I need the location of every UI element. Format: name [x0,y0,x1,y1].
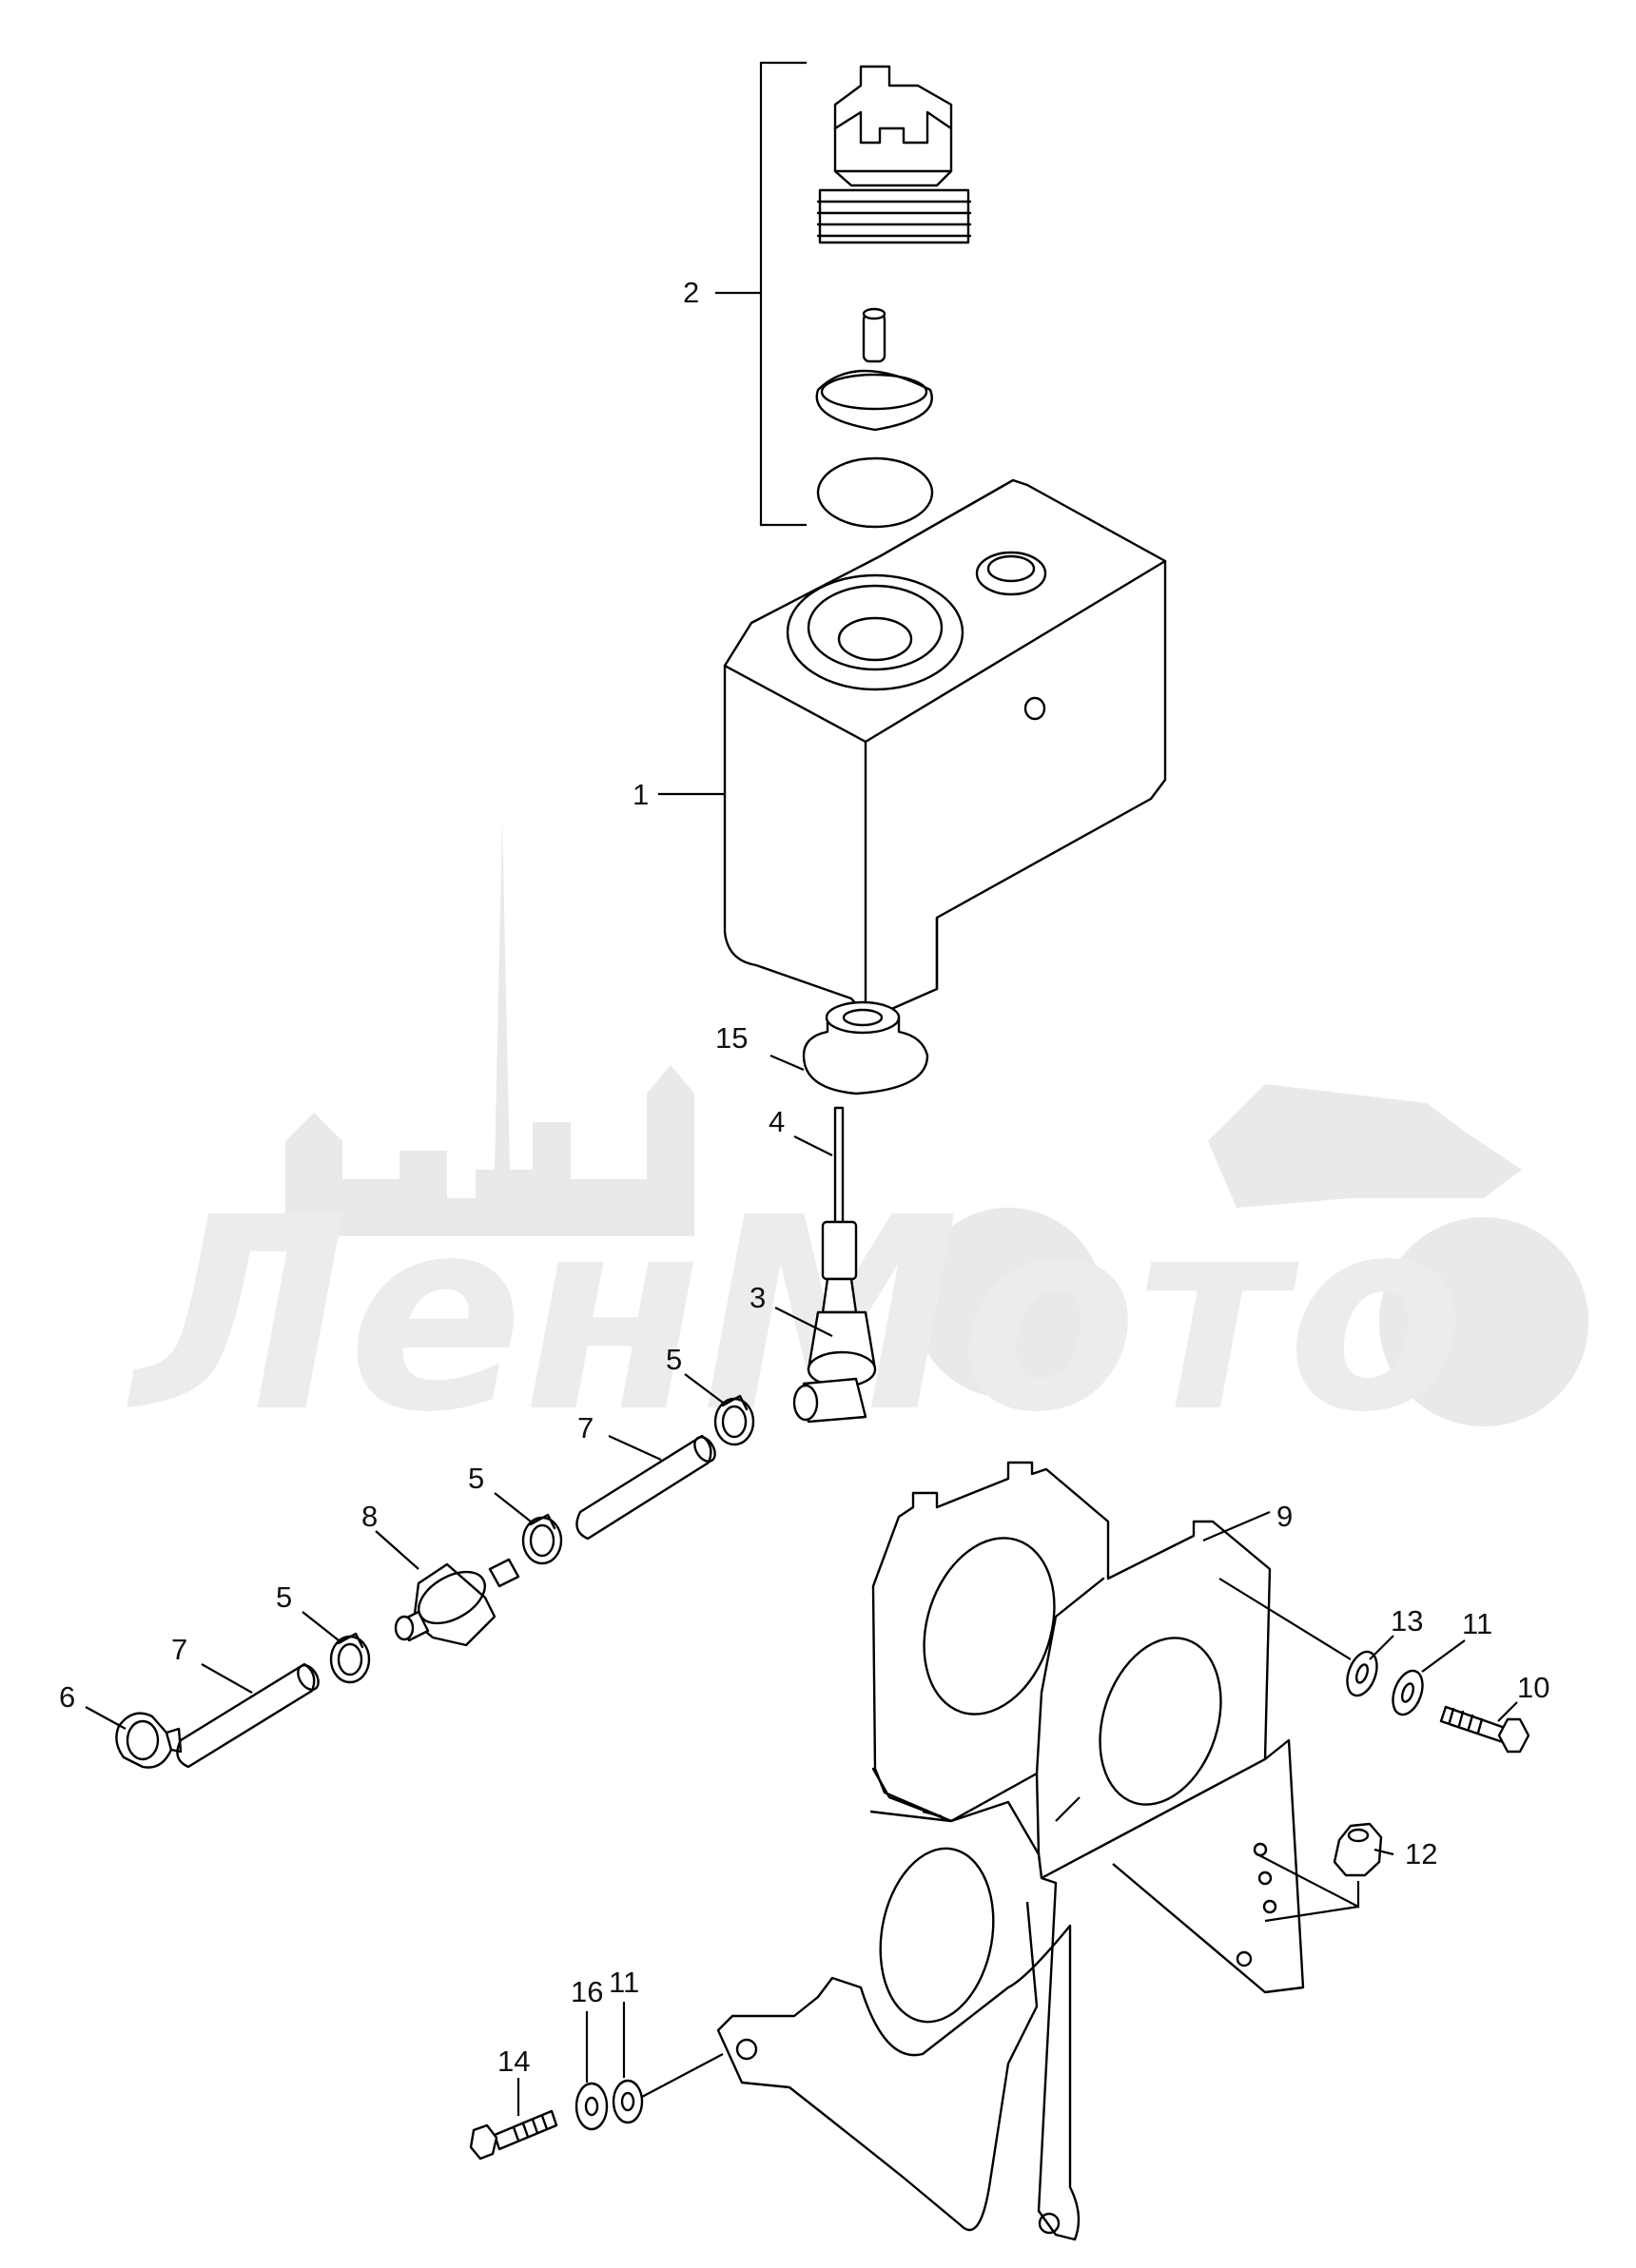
part-12-leader [1256,1853,1360,1923]
callout-1: 1 [633,778,649,811]
part-7-leader-lower [201,1663,253,1694]
part-4-leader [793,1135,833,1156]
fuel-hose-upper [575,1434,716,1541]
bottom-bolt-axis-leader [641,2053,724,2098]
part-9-leader [1202,1510,1271,1542]
fuel-filter [394,1558,520,1647]
hose-clip [115,1712,183,1769]
callout-15: 15 [715,1021,748,1055]
hex-nut [1333,1822,1383,1877]
callout-labels: 2 1 15 4 3 5 7 5 8 5 7 6 9 13 11 10 12 1… [59,276,1549,2078]
callout-8: 8 [361,1500,378,1533]
part-5-leader-upper [684,1373,724,1404]
watermark-city-skyline [285,1065,694,1236]
callout-12: 12 [1405,1837,1437,1871]
lock-washer-right [1392,1669,1424,1716]
callout-9: 9 [1276,1500,1293,1533]
part-12-nut-leader [1373,1848,1394,1856]
watermark-motorcycle-front-wheel [1379,1217,1588,1426]
callout-7-upper: 7 [577,1411,594,1444]
part-15-leader [769,1054,805,1072]
callout-3: 3 [750,1281,766,1314]
callout-5-middle: 5 [468,1462,484,1495]
callout-6: 6 [59,1680,75,1714]
part-11-leader-right [1421,1639,1466,1673]
part-7-leader-upper [608,1434,662,1462]
cap-gasket [816,456,934,529]
part-13-callout-leader [1369,1635,1394,1660]
tank-fitting [792,1220,877,1424]
part-8-leader [375,1530,419,1570]
callout-4: 4 [769,1105,785,1138]
bracket-axis-line [922,1796,1081,1822]
bolt-right [1439,1705,1530,1754]
callout-14: 14 [497,2045,530,2078]
callout-10: 10 [1517,1671,1549,1704]
part-6-leader [85,1706,127,1730]
part-2-bracket [759,61,807,527]
part-13-leader [1218,1578,1352,1660]
grommet [802,1000,929,1095]
part-5-leader-middle [494,1492,532,1522]
hose-clamp-upper [713,1394,755,1446]
part-3-leader [774,1307,833,1337]
callout-16: 16 [571,1975,603,2008]
callout-5-upper: 5 [666,1343,682,1376]
watermark-motorcycle-rear-wheel [913,1208,1103,1398]
callout-11-right: 11 [1462,1607,1492,1640]
filler-cap [816,65,972,244]
tank-bracket [716,1461,1305,2241]
oil-tank [723,478,1167,1012]
part-5-leader-lower [302,1611,340,1641]
callout-11-bottom: 11 [609,1966,639,1999]
hose-clamp-lower [329,1632,371,1684]
washer-large [1346,1650,1378,1697]
callout-13: 13 [1391,1604,1423,1638]
bolt-bottom [469,2109,558,2161]
hose-clamp-middle [521,1513,563,1565]
part-10-leader [1497,1701,1518,1722]
watermark-motorcycle-body [1208,1084,1522,1208]
fuel-hose-lower [176,1662,320,1769]
lock-washer-bottom [612,2079,644,2124]
callout-2: 2 [683,276,699,309]
callout-7-lower: 7 [171,1633,187,1666]
washer-flat-bottom [575,2082,609,2131]
watermark: ЛенМото [126,818,1588,1471]
watermark-spire [476,818,533,1198]
callout-5-lower: 5 [276,1580,292,1614]
watermark-text: ЛенМото [126,1161,1465,1471]
breather-valve [815,307,933,432]
